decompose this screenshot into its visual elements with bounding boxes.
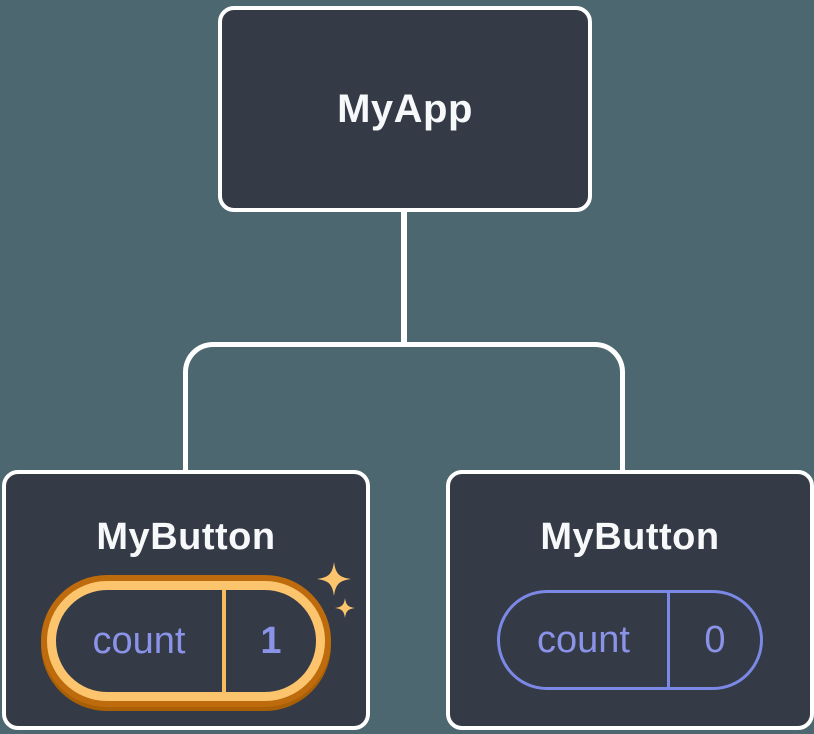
connector-stem-line bbox=[401, 211, 407, 345]
state-key-label: count bbox=[537, 618, 630, 661]
state-pill-highlight-ring: count 1 bbox=[47, 581, 325, 701]
root-node-label: MyApp bbox=[337, 86, 473, 131]
child-node-label: MyButton bbox=[96, 516, 276, 558]
sparkles-icon bbox=[317, 562, 355, 618]
state-key-label: count bbox=[92, 619, 186, 662]
child-node-right: MyButton count 0 bbox=[446, 470, 814, 730]
state-pill-highlighted: count 1 bbox=[41, 575, 331, 707]
state-pill-divider bbox=[667, 593, 670, 687]
connector-branch-line bbox=[183, 342, 625, 470]
child-node-left: MyButton count 1 bbox=[2, 470, 370, 730]
state-pill-divider bbox=[222, 590, 226, 692]
root-node: MyApp bbox=[218, 6, 592, 212]
state-value: 0 bbox=[704, 618, 726, 661]
child-node-label: MyButton bbox=[540, 516, 720, 558]
state-pill: count 0 bbox=[497, 590, 763, 690]
state-value: 1 bbox=[260, 619, 282, 662]
state-pill-body: count 1 bbox=[56, 590, 316, 692]
